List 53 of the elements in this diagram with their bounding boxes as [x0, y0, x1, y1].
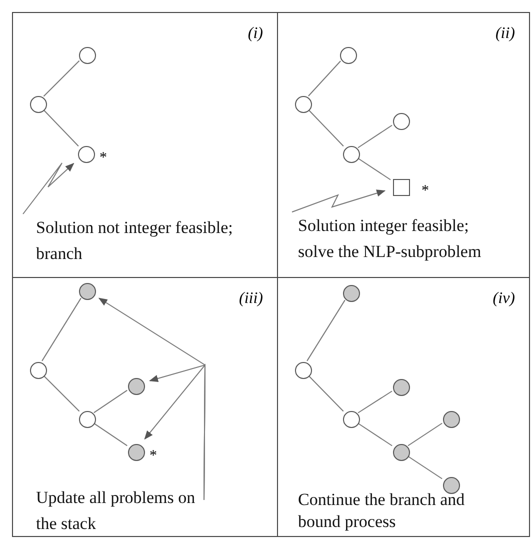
tree-node-circle: [442, 410, 460, 428]
tree-edge: [357, 422, 393, 446]
panel: [277, 12, 530, 278]
tree-edge: [357, 124, 393, 148]
panel: [277, 277, 530, 537]
caption-text: Solution not integer feasible; branch: [35, 217, 234, 265]
tree-node-circle: [78, 282, 96, 300]
tree-edge: [93, 390, 128, 414]
tree-edge: [308, 60, 342, 96]
asterisk-mark: *: [150, 448, 157, 465]
caption-text: Continue the branch and bound process: [298, 489, 466, 533]
panel-label: (iv): [492, 290, 515, 308]
tree-edge: [407, 422, 443, 446]
tree-node-circle: [342, 284, 360, 302]
caption-text: Update all problems on the stack: [35, 487, 196, 535]
tree-node-square: [392, 178, 410, 196]
tree-node-circle: [128, 378, 144, 394]
tree-edge: [358, 390, 392, 414]
asterisk-mark: *: [100, 150, 107, 167]
tree-node-circle: [340, 46, 356, 64]
tree-edge: [42, 298, 82, 362]
tree-edge: [306, 300, 346, 362]
asterisk-mark: *: [422, 183, 429, 200]
tree-node-circle: [442, 476, 460, 494]
tree-edge: [308, 109, 344, 147]
caption-text: Solution integer feasible; solve the NLP-subproblem: [297, 215, 482, 263]
tree-node-circle: [392, 444, 410, 460]
tree-edge: [43, 60, 80, 97]
tree-node-circle: [78, 46, 96, 64]
tree-edge: [43, 375, 80, 412]
tree-node-circle: [294, 362, 312, 378]
tree-node-circle: [294, 96, 312, 112]
panel-label: (iii): [239, 290, 263, 308]
tree-node-circle: [128, 444, 144, 460]
tree-node-circle: [78, 146, 94, 162]
tree-edge: [357, 158, 391, 180]
tree-edge: [407, 456, 443, 480]
tree-edge: [43, 109, 79, 147]
tree-node-circle: [78, 410, 96, 428]
panel: [12, 12, 278, 278]
tree-edge: [308, 375, 344, 412]
tree-node-circle: [392, 112, 410, 130]
leader-arrow: [22, 162, 74, 214]
tree-node-circle: [392, 378, 410, 396]
panel: [12, 277, 278, 537]
panel-label: (ii): [495, 25, 515, 43]
tree-node-circle: [342, 146, 360, 162]
tree-node-circle: [30, 96, 46, 112]
tree-node-circle: [30, 362, 46, 378]
panel-label: (i): [248, 25, 263, 43]
tree-edge: [93, 422, 128, 446]
leader-arrow: [292, 190, 386, 212]
tree-node-circle: [342, 410, 360, 428]
